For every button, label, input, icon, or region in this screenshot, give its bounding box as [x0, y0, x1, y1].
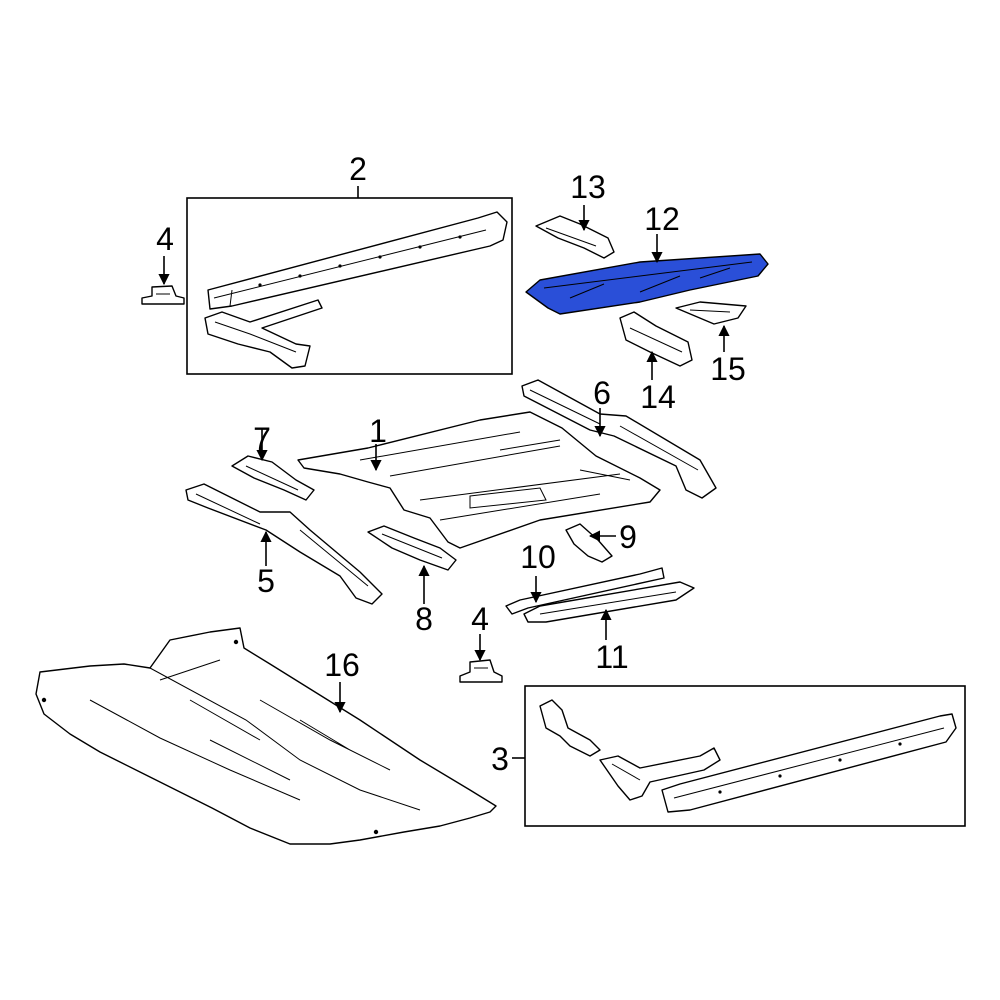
- callout-16: 16: [324, 647, 360, 683]
- part-3-side-rail[interactable]: [661, 713, 957, 813]
- callout-13: 13: [570, 169, 606, 205]
- part-10-reinforcement[interactable]: [505, 567, 665, 615]
- part-7-bracket[interactable]: [231, 428, 315, 501]
- part-11-crossmember[interactable]: [523, 581, 695, 640]
- part-1-floor-pan[interactable]: [297, 411, 661, 549]
- callout-labels: 1 2 3 4 4 5 6 7 8 9 10 11 12 13 14 15 16: [156, 151, 746, 777]
- part-3-bracket-curved[interactable]: [599, 747, 721, 801]
- callout-14: 14: [640, 379, 676, 415]
- callout-8: 8: [415, 601, 433, 637]
- part-13-bracket[interactable]: [535, 205, 615, 259]
- group-box-2: [186, 186, 513, 375]
- part-6-rear-side-rail[interactable]: [521, 379, 717, 499]
- callout-2: 2: [349, 151, 367, 187]
- part-15-plate[interactable]: [675, 301, 747, 352]
- callout-4-lower: 4: [471, 601, 489, 637]
- part-16-under-cover[interactable]: [35, 627, 497, 845]
- callout-6: 6: [593, 375, 611, 411]
- part-3-bracket-upright[interactable]: [539, 699, 601, 757]
- group-box-3: [512, 685, 966, 827]
- part-8-bracket[interactable]: [367, 525, 457, 604]
- callout-3: 3: [491, 741, 509, 777]
- part-12-fill: [525, 253, 769, 315]
- part-2-inner-bracket[interactable]: [204, 299, 323, 369]
- part-2-rocker-rail[interactable]: [207, 211, 508, 310]
- callout-11: 11: [595, 639, 628, 675]
- callout-5: 5: [257, 563, 275, 599]
- part-14-bracket[interactable]: [619, 311, 693, 380]
- callout-1: 1: [369, 413, 387, 449]
- part-4-bracket-lower[interactable]: [459, 634, 503, 683]
- part-4-bracket-upper[interactable]: [141, 256, 185, 305]
- callout-9: 9: [619, 519, 637, 555]
- part-9-bracket[interactable]: [565, 523, 616, 563]
- callout-15: 15: [710, 351, 746, 387]
- part-5-front-side-rail[interactable]: [185, 483, 383, 605]
- part-12-crossmember-highlighted[interactable]: [525, 234, 769, 315]
- callout-12: 12: [644, 201, 680, 237]
- callout-4-upper: 4: [156, 221, 174, 257]
- callout-7: 7: [253, 421, 271, 457]
- callout-10: 10: [520, 539, 556, 575]
